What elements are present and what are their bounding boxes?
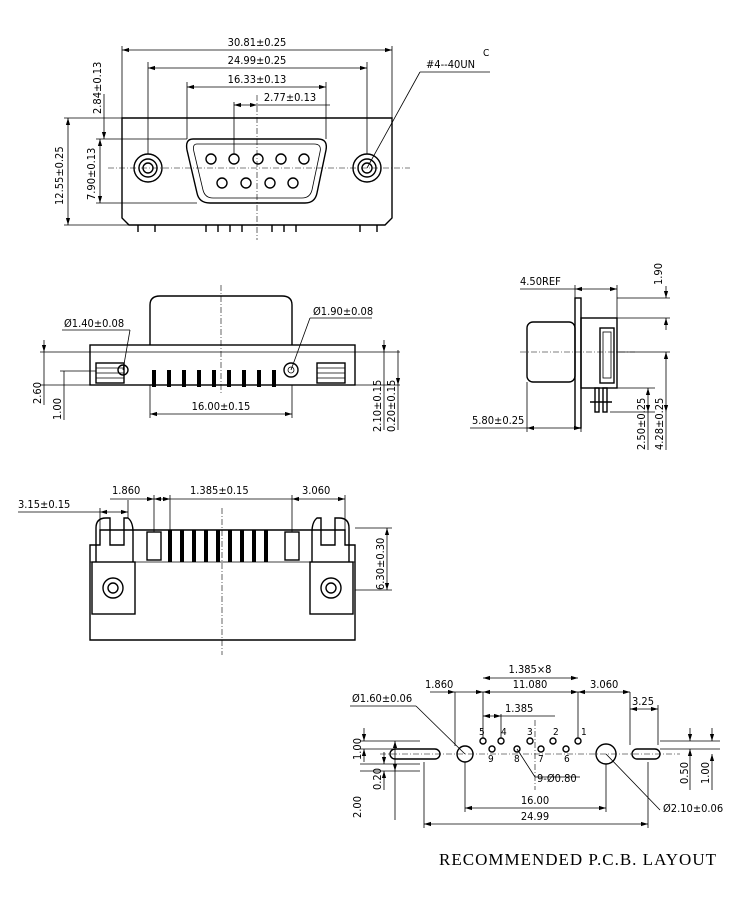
- dim-1-90: 1.90: [652, 263, 665, 285]
- dim-24-99: 24.99: [521, 810, 549, 823]
- dim-hole-small: Ø1.60±0.06: [352, 692, 412, 705]
- bottom-right-lock: [316, 362, 346, 384]
- dim-hole-large: Ø2.10±0.06: [663, 802, 723, 815]
- dim-1-385: 1.385±0.15: [190, 484, 249, 497]
- dim-5-80: 5.80±0.25: [472, 414, 524, 427]
- dim-small-hole: Ø1.40±0.08: [64, 317, 124, 330]
- dim-6-30: 6.30±0.30: [374, 538, 387, 590]
- front-pin-tails: [137, 225, 378, 232]
- dim-3-15: 3.15±0.15: [18, 498, 70, 511]
- pcb-layout: 1 2 3 4 5 6 7 8 9: [350, 663, 723, 869]
- dim-ref: 4.50REF: [520, 275, 561, 288]
- front-dshell-inner: [193, 143, 321, 199]
- bottom-left-lock: [95, 362, 125, 384]
- dim-2-60: 2.60: [31, 382, 44, 404]
- pcb-dim-1-00: 1.00: [351, 738, 364, 760]
- svg-text:3: 3: [527, 727, 533, 738]
- dim-2-10: 2.10±0.15: [371, 380, 384, 432]
- pcb-dim-2-00: 2.00: [351, 796, 364, 818]
- pcb-dim-1-00b: 1.00: [699, 762, 712, 784]
- dim-16-00: 16.00: [521, 794, 549, 807]
- dim-11-080: 11.080: [513, 678, 548, 691]
- dim-pin-pitch: 2.77±0.13: [264, 91, 316, 104]
- dim-3-25: 3.25: [632, 695, 654, 708]
- top-view: 3.15±0.15 1.860 1.385±0.15 3.060 6.30±0.…: [18, 484, 392, 655]
- side-flange: [574, 297, 582, 429]
- bottom-pin-row: [152, 370, 276, 387]
- dim-1-860: 1.860: [112, 484, 140, 497]
- front-view: 30.81±0.25 24.99±0.25 16.33±0.13 2.77±0.…: [53, 36, 490, 240]
- svg-text:8: 8: [514, 754, 520, 765]
- top-left-latch: [91, 517, 136, 615]
- top-body-outline: [89, 529, 356, 641]
- dim-pin-holes: 9-Ø0.80: [537, 772, 577, 785]
- dim-pin-span: 16.00±0.15: [192, 400, 251, 413]
- svg-text:4: 4: [501, 727, 507, 738]
- dim-mount-spacing: 24.99±0.25: [228, 54, 287, 67]
- top-pin-row: [146, 530, 300, 562]
- svg-text:2: 2: [553, 727, 559, 738]
- dim-large-hole: Ø1.90±0.08: [313, 305, 373, 318]
- svg-text:7: 7: [538, 754, 544, 765]
- front-pin-contacts: [205, 153, 310, 189]
- thread-label: #4--40UN: [426, 58, 475, 71]
- pcb-dim-0-20: 0.20: [371, 768, 384, 790]
- front-dshell-outer: [185, 138, 328, 204]
- side-pins: [590, 387, 612, 413]
- dim-shell-height: 7.90±0.13: [85, 148, 98, 200]
- pcb-layout-title: RECOMMENDED P.C.B. LAYOUT: [439, 850, 717, 869]
- pcb-pin-numbers: 1 2 3 4 5 6 7 8 9: [479, 727, 587, 765]
- pcb-dim-1-385: 1.385: [505, 702, 533, 715]
- dim-0-20: 0.20±0.15: [385, 380, 398, 432]
- svg-text:9: 9: [488, 754, 494, 765]
- pcb-pin-holes: [479, 737, 582, 753]
- bottom-small-hole: [117, 364, 129, 376]
- top-right-latch: [309, 517, 354, 615]
- svg-text:1: 1: [581, 727, 587, 738]
- dim-4-28: 4.28±0.25: [653, 398, 666, 450]
- svg-text:5: 5: [479, 727, 485, 738]
- dim-total-height: 12.55±0.25: [53, 146, 66, 205]
- dim-overall-width: 30.81±0.25: [228, 36, 287, 49]
- dim-1-00: 1.00: [51, 398, 64, 420]
- dim-shell-width: 16.33±0.13: [228, 73, 287, 86]
- pcb-dim-0-50: 0.50: [678, 762, 691, 784]
- thread-suffix: C: [483, 48, 489, 59]
- dim-top-offset: 2.84±0.13: [91, 62, 104, 114]
- dim-1385x8: 1.385×8: [509, 663, 552, 676]
- dim-2-50: 2.50±0.25: [635, 398, 648, 450]
- svg-text:6: 6: [564, 754, 570, 765]
- dim-3-060: 3.060: [302, 484, 330, 497]
- bottom-large-hole: [283, 362, 299, 378]
- side-view: 4.50REF 1.90 5.80±0.25 2.50±0.25 4.28±0.…: [470, 263, 670, 450]
- bottom-view: Ø1.40±0.08 Ø1.90±0.08 16.00±0.15 2.60 1.…: [31, 285, 401, 432]
- bottom-body: [89, 344, 356, 386]
- pcb-dim-1-860: 1.860: [425, 678, 453, 691]
- pcb-dim-3-060: 3.060: [590, 678, 618, 691]
